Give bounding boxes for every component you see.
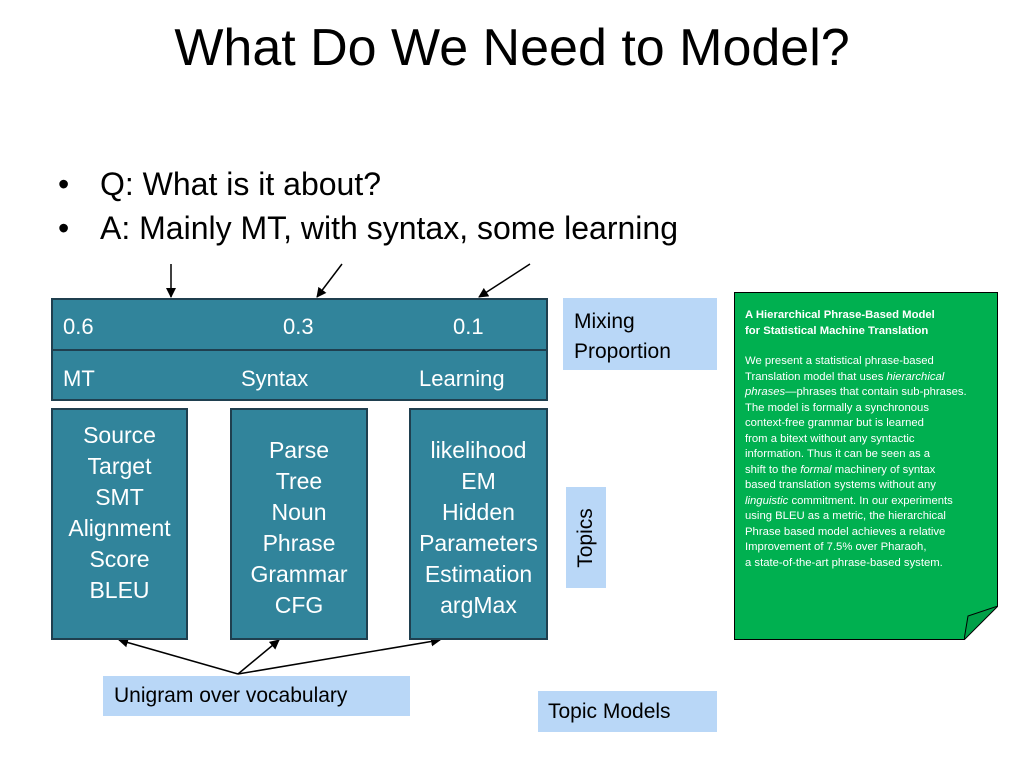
topic-word: likelihood [430, 437, 527, 463]
topic-box-syntax: Parse Tree Noun Phrase Grammar CFG [230, 408, 368, 640]
topic-word: Noun [271, 499, 327, 525]
topic-word: Phrase [262, 530, 336, 556]
topic-word: Source [83, 422, 156, 448]
bullet-list: Q: What is it about? A: Mainly MT, with … [58, 162, 678, 250]
proportion-learning: 0.1 [453, 314, 484, 339]
topic-name-mt: MT [63, 366, 95, 391]
topic-box-learning: likelihood EM Hidden Parameters Estimati… [409, 408, 548, 640]
topic-word: Grammar [250, 561, 348, 587]
topic-name-learning: Learning [419, 366, 505, 391]
arrow-topic-2 [237, 639, 280, 675]
topic-word: Target [87, 453, 152, 479]
paper-title: A Hierarchical Phrase-Based Model for St… [745, 309, 935, 337]
topic-word: argMax [440, 592, 517, 618]
paper-abstract-card: A Hierarchical Phrase-Based Model for St… [734, 292, 998, 640]
topic-word: EM [461, 468, 496, 494]
arrow-topic-3 [237, 636, 441, 675]
topic-word: Parameters [419, 530, 538, 556]
topic-word: Alignment [68, 515, 171, 541]
topic-word: SMT [95, 484, 144, 510]
topic-box-mt: Source Target SMT Alignment Score BLEU [51, 408, 188, 640]
page-fold-icon [964, 606, 998, 640]
arrow-learning [478, 263, 531, 298]
topic-word: Estimation [424, 561, 533, 587]
topic-models-label: Topic Models [538, 691, 717, 732]
proportion-syntax: 0.3 [283, 314, 314, 339]
arrow-syntax [316, 263, 343, 298]
slide-title: What Do We Need to Model? [174, 19, 850, 77]
topic-word: CFG [274, 592, 324, 618]
proportion-mt: 0.6 [63, 314, 94, 339]
topic-word: Hidden [442, 499, 515, 525]
mixing-proportion-label: Mixing Proportion [563, 298, 717, 370]
topics-label: Topics [566, 487, 606, 588]
arrow-topic-1 [118, 637, 239, 675]
topic-name-row-box: MT Syntax Learning [51, 349, 548, 401]
topic-name-syntax: Syntax [241, 366, 309, 391]
topic-word: Parse [268, 437, 330, 463]
topic-word: Score [89, 546, 150, 572]
proportion-row-box: 0.6 0.3 0.1 [51, 298, 548, 351]
topic-word: BLEU [89, 577, 150, 603]
topic-word: Tree [275, 468, 323, 494]
unigram-label: Unigram over vocabulary [103, 676, 410, 716]
bullet-answer: A: Mainly MT, with syntax, some learning [58, 206, 678, 250]
bullet-question: Q: What is it about? [58, 162, 678, 206]
